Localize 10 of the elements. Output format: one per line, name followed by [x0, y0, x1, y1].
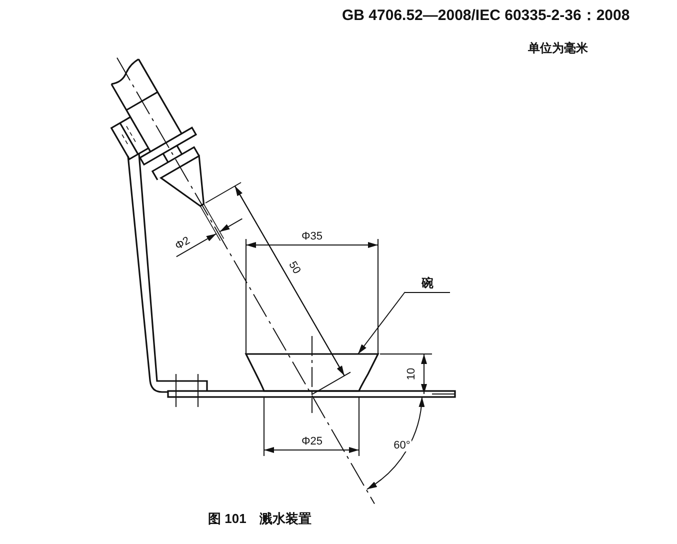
header-text: GB 4706.52—2008/IEC 60335-2-36：2008: [342, 8, 630, 23]
dimension-label: Φ25: [300, 436, 324, 448]
callout-label: 碗: [405, 276, 450, 293]
leader-line: [358, 292, 406, 354]
unit-note: 单位为毫米: [528, 42, 588, 54]
dimension-label: 60°: [392, 440, 412, 452]
figure-caption: 图 101 溅水装置: [208, 512, 312, 525]
bowl-drawing: [245, 353, 379, 392]
dimension-label: 10: [406, 366, 418, 382]
dimension-label: Φ35: [300, 232, 324, 242]
